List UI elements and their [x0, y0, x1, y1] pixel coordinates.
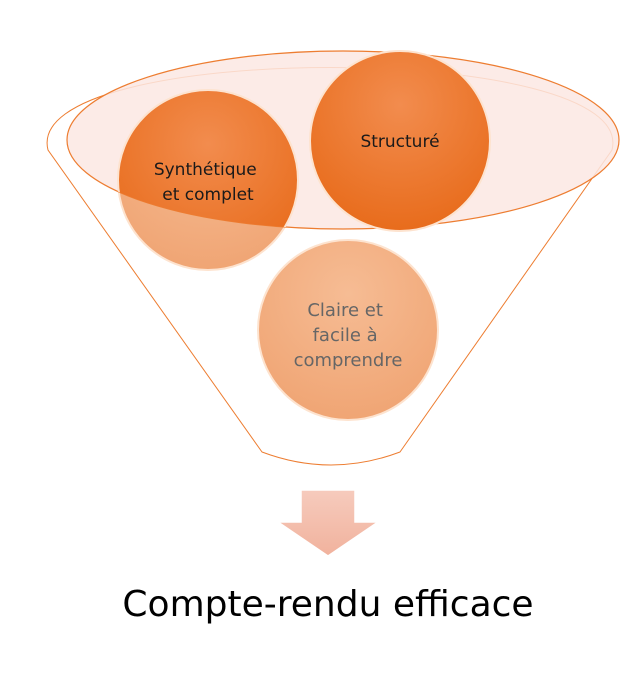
input-circle-3	[257, 239, 439, 421]
result-label: Compte-rendu efficace	[122, 584, 533, 625]
down-arrow-icon	[275, 489, 381, 557]
input-2-label: Structuré	[360, 132, 439, 152]
input-1-label: Synthétique et complet	[154, 160, 262, 205]
input-circle-2	[309, 50, 491, 232]
input-3-label: Claire et facile à comprendre	[294, 300, 403, 371]
